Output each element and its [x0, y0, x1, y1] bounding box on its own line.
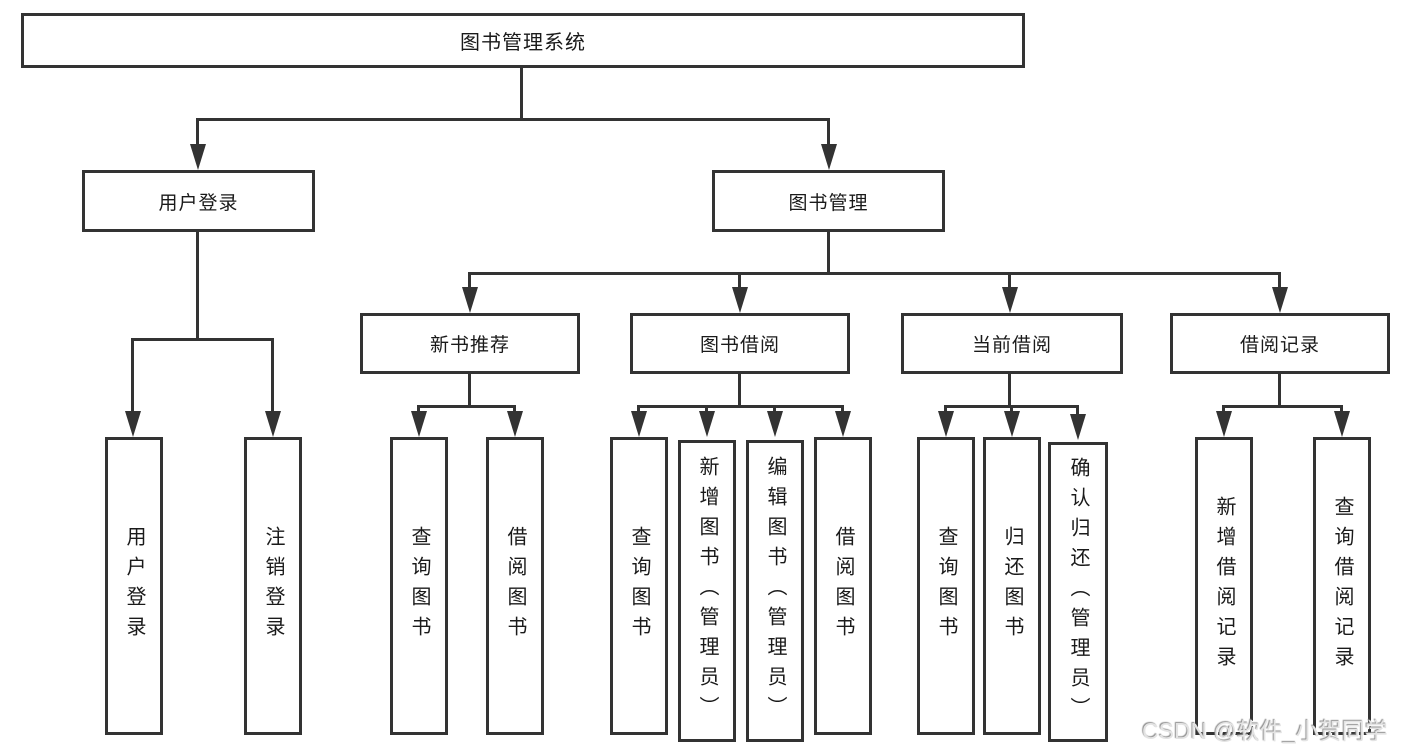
node-new-book-rec: 新书推荐: [360, 313, 580, 374]
connector-drop-rcd-add: [1222, 405, 1225, 414]
connector-user-login-hline: [131, 338, 274, 341]
node-root-label: 图书管理系统: [460, 32, 586, 54]
watermark: CSDN @软件_小贺同学: [1142, 718, 1388, 744]
arrow-to-rec-borrow: [507, 411, 523, 437]
leaf-cur-confirm-return: 确认归还（管理员）: [1048, 442, 1108, 742]
connector-drop-rec-query: [417, 405, 420, 414]
connector-new-book-rec-hline: [417, 405, 516, 408]
connector-drop-cur-return: [1010, 405, 1013, 414]
node-borrow-records-label: 借阅记录: [1239, 335, 1320, 356]
leaf-bor-query-book: 查询图书: [610, 437, 668, 735]
leaf-cur-query-book: 查询图书: [917, 437, 975, 735]
leaf-logout: 注销登录: [244, 437, 302, 735]
leaf-cur-confirm-return-label: 确认归还（管理员）: [1067, 457, 1089, 727]
connector-drop-cur-query: [944, 405, 947, 414]
connector-drop-cur-confirm: [1076, 405, 1079, 414]
arrow-to-rcd-add: [1216, 411, 1232, 437]
arrow-to-rec-query: [411, 411, 427, 437]
node-user-login: 用户登录: [82, 170, 315, 232]
leaf-rec-query-book-label: 查询图书: [408, 526, 430, 646]
connector-drop-leaf-user-login: [131, 338, 134, 414]
arrow-to-bor-query: [631, 411, 647, 437]
arrow-to-borrow-records: [1272, 287, 1288, 313]
arrow-to-book-borrow: [732, 287, 748, 313]
arrow-to-bor-add: [699, 411, 715, 437]
connector-level3-hline: [468, 272, 1281, 275]
connector-user-login-stem: [196, 232, 199, 341]
connector-drop-bor-edit: [773, 405, 776, 414]
connector-drop-borrow-records: [1278, 272, 1281, 290]
node-user-login-label: 用户登录: [158, 192, 239, 214]
arrow-to-cur-query: [938, 411, 954, 437]
leaf-rec-borrow-book: 借阅图书: [486, 437, 544, 735]
node-book-borrow-label: 图书借阅: [699, 335, 780, 356]
connector-borrow-records-stem: [1278, 373, 1281, 407]
arrow-to-cur-return: [1004, 411, 1020, 437]
arrow-to-book-mgmt: [821, 144, 837, 170]
arrow-to-user-login: [190, 144, 206, 170]
arrow-to-bor-borrow: [835, 411, 851, 437]
arrow-to-cur-confirm: [1070, 414, 1086, 440]
node-borrow-records: 借阅记录: [1170, 313, 1390, 374]
connector-new-book-rec-stem: [468, 373, 471, 407]
node-current-borrow: 当前借阅: [901, 313, 1123, 374]
leaf-rcd-query-record-label: 查询借阅记录: [1331, 496, 1353, 676]
node-book-mgmt-label: 图书管理: [788, 192, 869, 214]
arrow-to-current-borrow: [1002, 287, 1018, 313]
connector-drop-leaf-logout: [271, 338, 274, 414]
connector-current-borrow-stem: [1008, 373, 1011, 407]
connector-drop-user-login: [196, 118, 199, 148]
connector-root-stem: [520, 68, 523, 118]
leaf-rec-borrow-book-label: 借阅图书: [504, 526, 526, 646]
leaf-bor-borrow-book-label: 借阅图书: [832, 526, 854, 646]
leaf-logout-label: 注销登录: [262, 526, 284, 646]
node-book-borrow: 图书借阅: [630, 313, 850, 374]
leaf-bor-add-book-label: 新增图书（管理员）: [696, 456, 718, 726]
arrow-to-leaf-user-login: [125, 411, 141, 437]
node-root: 图书管理系统: [21, 13, 1025, 68]
connector-drop-rcd-query: [1340, 405, 1343, 414]
connector-drop-rec-borrow: [513, 405, 516, 414]
connector-drop-book-borrow: [738, 272, 741, 290]
connector-drop-bor-add: [705, 405, 708, 414]
connector-level2-hline: [196, 118, 830, 121]
arrow-to-leaf-logout: [265, 411, 281, 437]
leaf-bor-query-book-label: 查询图书: [628, 526, 650, 646]
connector-drop-book-mgmt: [827, 118, 830, 148]
leaf-user-login-label: 用户登录: [123, 526, 145, 646]
leaf-rcd-add-record: 新增借阅记录: [1195, 437, 1253, 735]
connector-book-borrow-hline: [637, 405, 844, 408]
leaf-rcd-query-record: 查询借阅记录: [1313, 437, 1371, 735]
node-new-book-rec-label: 新书推荐: [429, 335, 510, 356]
leaf-bor-borrow-book: 借阅图书: [814, 437, 872, 735]
arrow-to-bor-edit: [767, 411, 783, 437]
connector-drop-new-book-rec: [468, 272, 471, 290]
leaf-user-login: 用户登录: [105, 437, 163, 735]
node-book-mgmt: 图书管理: [712, 170, 945, 232]
leaf-cur-query-book-label: 查询图书: [935, 526, 957, 646]
leaf-bor-add-book: 新增图书（管理员）: [678, 440, 736, 742]
leaf-bor-edit-book: 编辑图书（管理员）: [746, 440, 804, 742]
connector-drop-current-borrow: [1008, 272, 1011, 290]
leaf-cur-return-book: 归还图书: [983, 437, 1041, 735]
arrow-to-new-book-rec: [462, 287, 478, 313]
leaf-rcd-add-record-label: 新增借阅记录: [1213, 496, 1235, 676]
connector-book-mgmt-stem: [827, 232, 830, 275]
connector-book-borrow-stem: [738, 373, 741, 407]
leaf-cur-return-book-label: 归还图书: [1001, 526, 1023, 646]
node-current-borrow-label: 当前借阅: [971, 335, 1052, 356]
leaf-bor-edit-book-label: 编辑图书（管理员）: [764, 456, 786, 726]
connector-drop-bor-borrow: [841, 405, 844, 414]
connector-drop-bor-query: [637, 405, 640, 414]
leaf-rec-query-book: 查询图书: [390, 437, 448, 735]
arrow-to-rcd-query: [1334, 411, 1350, 437]
connector-borrow-records-hline: [1222, 405, 1343, 408]
